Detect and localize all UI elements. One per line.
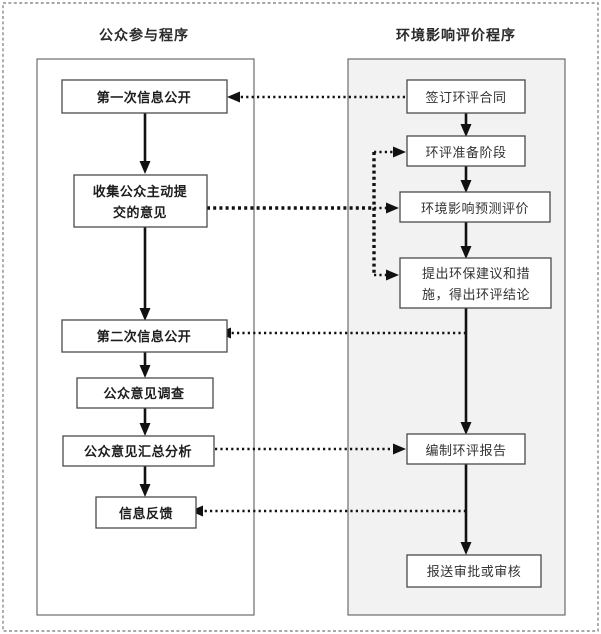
connector-opinion-analysis-to-information-feedback [139, 466, 151, 497]
node-collect-opinions[interactable]: 收集公众主动提 交的意见 [73, 174, 208, 228]
connector-impact-prediction-to-recommendations [460, 222, 472, 259]
node-label-sign-contract: 签订环评合同 [425, 90, 506, 105]
node-information-feedback[interactable]: 信息反馈 [95, 496, 197, 529]
connector-collect-opinions-to-second-disclosure [139, 227, 151, 321]
lane-title-public-participation: 公众参与程序 [99, 27, 189, 44]
node-public-survey[interactable]: 公众意见调查 [76, 377, 214, 409]
node-second-disclosure[interactable]: 第二次信息公开 [61, 319, 228, 353]
node-label-collect-opinions-line1: 收集公众主动提 [93, 184, 188, 199]
lane-title-eia-procedure: 环境影响评价程序 [396, 27, 516, 44]
connector-first-disclosure-to-collect-opinions [139, 113, 151, 174]
node-first-disclosure[interactable]: 第一次信息公开 [61, 79, 228, 114]
node-impact-prediction[interactable]: 环境影响预测评价 [399, 191, 551, 223]
connector-recommendations-to-compile-report [460, 308, 472, 435]
node-label-preparation-stage: 环评准备阶段 [425, 145, 506, 160]
node-label-public-survey: 公众意见调查 [103, 386, 185, 401]
connector-sign-contract-to-first-disclosure [227, 91, 405, 103]
connector-public-survey-to-opinion-analysis [139, 408, 151, 436]
node-label-first-disclosure: 第一次信息公开 [97, 90, 192, 105]
node-label-submit-approval: 报送审批或审核 [427, 564, 522, 579]
node-label-collect-opinions-line2: 交的意见 [113, 205, 167, 220]
node-label-recommendations-line1: 提出环保建议和措 [422, 266, 530, 281]
node-submit-approval[interactable]: 报送审批或审核 [406, 554, 542, 588]
connector-preparation-stage-to-impact-prediction [460, 166, 472, 193]
node-label-impact-prediction: 环境影响预测评价 [421, 201, 529, 216]
node-opinion-analysis[interactable]: 公众意见汇总分析 [62, 435, 215, 467]
connector-opinion-analysis-to-compile-report [215, 443, 406, 455]
connector-sign-contract-to-preparation-stage [460, 113, 472, 137]
connector-collect-opinions-branch [207, 146, 406, 281]
node-preparation-stage[interactable]: 环评准备阶段 [406, 135, 526, 167]
node-sign-contract[interactable]: 签订环评合同 [406, 79, 526, 114]
node-label-recommendations-line2: 施，得出环评结论 [422, 287, 530, 302]
node-label-information-feedback: 信息反馈 [119, 506, 173, 521]
node-recommendations[interactable]: 提出环保建议和措 施，得出环评结论 [399, 257, 552, 309]
node-compile-report[interactable]: 编制环评报告 [406, 433, 526, 465]
node-label-second-disclosure: 第二次信息公开 [97, 329, 192, 344]
node-label-compile-report: 编制环评报告 [425, 443, 506, 458]
connector-second-disclosure-to-public-survey [139, 352, 151, 378]
node-label-opinion-analysis: 公众意见汇总分析 [84, 444, 192, 459]
connector-compile-report-to-submit-approval [460, 464, 472, 555]
